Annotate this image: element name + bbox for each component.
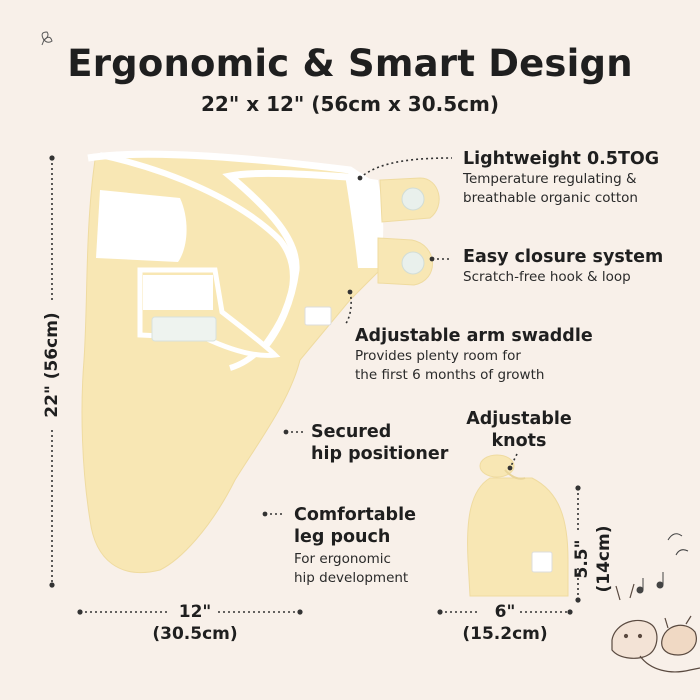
feature-title: Adjustable: [466, 409, 572, 429]
width-cm: (15.2cm): [462, 624, 548, 644]
feature-desc: breathable organic cotton: [463, 190, 638, 206]
swaddle-width-label: 12" (30.5cm): [130, 601, 260, 645]
feature-title: Secured: [311, 422, 392, 442]
feature-knots: Adjustable knots: [464, 408, 574, 452]
hat-illustration: [467, 454, 569, 597]
callout-dots: [262, 175, 513, 517]
dimension-dots: [49, 155, 581, 615]
width-inches: 6": [494, 602, 516, 622]
feature-desc: Provides plenty room for: [355, 348, 521, 364]
deer-illustration: [611, 583, 700, 673]
feature-lightweight: Lightweight 0.5TOG Temperature regulatin…: [463, 148, 659, 208]
feature-desc: For ergonomic: [294, 551, 391, 567]
feature-title: hip positioner: [311, 444, 449, 464]
feature-title: Easy closure system: [463, 247, 664, 267]
callout-lines: [265, 157, 518, 515]
swaddle-illustration: [81, 150, 440, 574]
height-cm: (14cm): [594, 525, 614, 593]
feature-title: knots: [491, 431, 547, 451]
swaddle-height-label: 22" (56cm): [42, 312, 62, 418]
feature-arm-swaddle: Adjustable arm swaddle Provides plenty r…: [355, 325, 593, 385]
music-notes-icon: [636, 533, 689, 594]
hat-height-label: 5.5" (14cm): [571, 504, 621, 614]
width-inches: 12": [178, 602, 212, 622]
feature-title: Adjustable arm swaddle: [355, 326, 593, 346]
butterfly-icon: [41, 31, 53, 46]
feature-desc: Temperature regulating &: [463, 171, 637, 187]
page-subtitle: 22" x 12" (56cm x 30.5cm): [201, 92, 499, 116]
feature-desc: hip development: [294, 570, 409, 586]
feature-closure: Easy closure system Scratch-free hook & …: [463, 246, 663, 287]
feature-leg-pouch: Comfortable leg pouch For ergonomic hip …: [294, 504, 416, 588]
dimension-lines: [51, 158, 579, 613]
width-cm: (30.5cm): [152, 624, 238, 644]
height-inches: 5.5": [572, 539, 592, 579]
feature-hip-positioner: Secured hip positioner: [311, 421, 448, 465]
feature-desc: Scratch-free hook & loop: [463, 269, 631, 285]
feature-title: Comfortable: [294, 505, 416, 525]
page-title: Ergonomic & Smart Design: [67, 42, 633, 85]
hat-width-label: 6" (15.2cm): [445, 601, 565, 645]
feature-title: leg pouch: [294, 527, 391, 547]
feature-desc: the first 6 months of growth: [355, 367, 545, 383]
feature-title: Lightweight 0.5TOG: [463, 149, 660, 169]
